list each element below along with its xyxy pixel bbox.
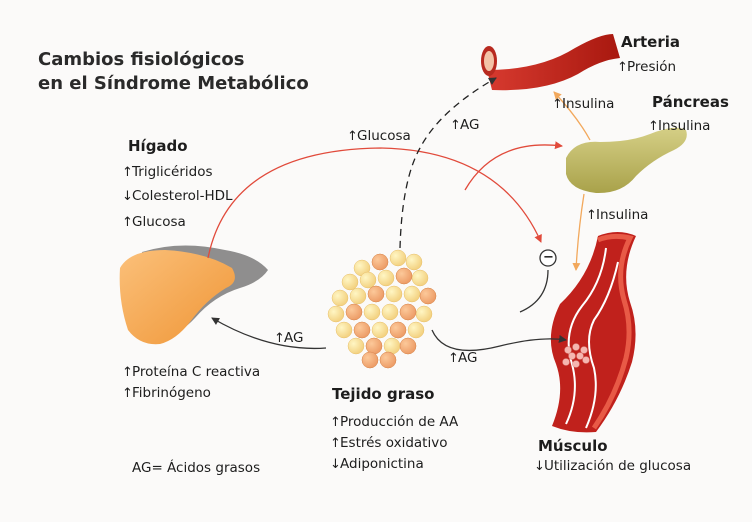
up-arrow-icon: ↑ (448, 351, 459, 366)
liver-title: Hígado (128, 137, 188, 155)
inhibition-symbol (539, 249, 557, 267)
artery-title: Arteria (621, 33, 681, 51)
liver-illustration (119, 245, 268, 345)
ag-artery-label: ↑AG (450, 117, 480, 133)
diagram-title-line1: Cambios fisiológicos (38, 49, 245, 70)
liver-effect-glucose: ↑Glucosa (122, 214, 186, 230)
pancreas-effect: ↑Insulina (648, 118, 711, 134)
fat-tissue-illustration (327, 249, 437, 369)
liver-marker-crp: ↑Proteína C reactiva (122, 364, 261, 380)
up-arrow-icon: ↑ (347, 129, 358, 144)
diagram-title-line2: en el Síndrome Metabólico (38, 73, 309, 94)
muscle-effect: ↓Utilización de glucosa (534, 458, 692, 474)
up-arrow-icon: ↑ (586, 208, 597, 223)
ag-artery-arrow (399, 77, 497, 249)
glucose-arrow (207, 147, 542, 259)
artery-illustration (481, 34, 620, 91)
ag-muscle-label: ↑AG (448, 350, 478, 366)
pancreas-title: Páncreas (652, 93, 729, 111)
inhibition-line (519, 269, 549, 313)
insulin-muscle-label: ↑Insulina (586, 207, 649, 223)
adipose-effect-adiponectin: ↓Adiponictina (330, 456, 424, 472)
ag-muscle-arrow (431, 329, 567, 352)
inhibition-sign: − (543, 250, 554, 265)
muscle-title: Músculo (538, 437, 608, 455)
liver-effect-triglycerides: ↑Triglicéridos (122, 164, 213, 180)
glucose-arrow-label: ↑Glucosa (347, 128, 411, 144)
up-arrow-icon: ↑ (648, 119, 659, 134)
up-arrow-icon: ↑ (122, 215, 133, 230)
abbreviation-legend: AG= Ácidos grasos (132, 460, 261, 476)
adipose-title: Tejido graso (332, 385, 435, 403)
up-arrow-icon: ↑ (330, 415, 341, 430)
up-arrow-icon: ↑ (122, 386, 133, 401)
liver-marker-fibrinogen: ↑Fibrinógeno (122, 385, 211, 401)
up-arrow-icon: ↑ (330, 436, 341, 451)
adipose-effect-oxidative: ↑Estrés oxidativo (330, 435, 448, 451)
up-arrow-icon: ↑ (450, 118, 461, 133)
up-arrow-icon: ↑ (552, 97, 563, 112)
insulin-muscle-arrow (572, 193, 585, 271)
down-arrow-icon: ↓ (122, 189, 133, 204)
fat-to-pancreas-arrow (464, 141, 563, 191)
pancreas-illustration (566, 127, 687, 194)
muscle-illustration (550, 232, 636, 433)
insulin-artery-arrow (553, 91, 591, 141)
down-arrow-icon: ↓ (330, 457, 341, 472)
insulin-artery-label: ↑Insulina (552, 96, 615, 112)
ag-liver-label: ↑AG (274, 330, 304, 346)
up-arrow-icon: ↑ (617, 60, 628, 75)
ag-liver-arrow (211, 317, 327, 350)
liver-effect-hdl: ↓Colesterol-HDL (122, 188, 233, 204)
up-arrow-icon: ↑ (122, 365, 133, 380)
down-arrow-icon: ↓ (534, 459, 545, 474)
artery-effect: ↑Presión (617, 59, 677, 75)
up-arrow-icon: ↑ (122, 165, 133, 180)
up-arrow-icon: ↑ (274, 331, 285, 346)
adipose-effect-aa: ↑Producción de AA (330, 414, 459, 430)
